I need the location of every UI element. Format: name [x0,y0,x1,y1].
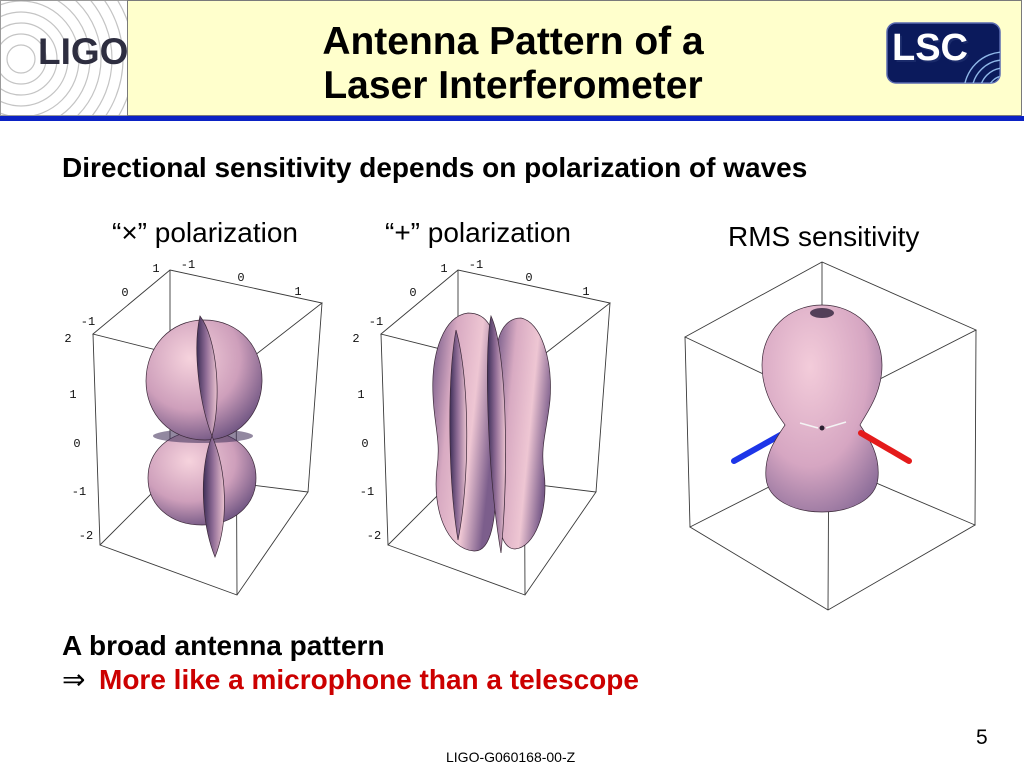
lsc-logo-text: LSC [892,27,968,69]
antenna-surface [761,304,883,513]
y-axis-ticks: -1 0 1 [181,258,302,299]
ligo-logo-text: LIGO [38,31,128,72]
tick-label: 2 [64,332,71,346]
header-rule [0,116,1024,121]
tick-label: 0 [73,437,80,451]
lsc-logo-text-shadow: LSC [894,29,970,71]
header-band [127,0,1022,116]
tick-label: -1 [81,315,95,329]
tick-label: 0 [361,437,368,451]
tick-label: 1 [440,262,447,276]
tick-label: -2 [367,529,381,543]
subtitle: Directional sensitivity depends on polar… [62,152,808,183]
plot-box [380,269,612,596]
tick-label: 2 [352,332,359,346]
plot-label-rms-sensitivity: RMS sensitivity [728,221,920,252]
document-id-footer: LIGO-G060168-00-Z [446,749,576,765]
x-axis-ticks: -1 0 1 [81,262,160,329]
tick-label: -1 [369,315,383,329]
ligo-logo: LIGO [0,0,128,116]
tick-label: 1 [294,285,301,299]
tick-label: -1 [181,258,195,272]
tick-label: 0 [409,286,416,300]
tick-label: 0 [121,286,128,300]
plot-cross-polarization: -1 0 1 -1 0 1 2 1 0 -1 -2 [64,258,324,596]
tick-label: 0 [525,271,532,285]
tick-label: 1 [69,388,76,402]
interferometer-arm-blue [731,430,787,464]
interferometer-arm-red [858,430,912,464]
implies-arrow-icon: ⇒ [62,663,86,696]
plot-plus-polarization: -1 0 1 -1 0 1 2 1 0 -1 -2 [352,258,612,596]
tick-label: -1 [72,485,86,499]
lsc-logo: LSC LSC [886,22,1002,85]
conclusion-emphasis-line: ⇒ More like a microphone than a telescope [62,663,639,696]
tick-label: -1 [469,258,483,272]
x-axis-ticks: -1 0 1 [369,262,448,329]
y-axis-ticks: -1 0 1 [469,258,590,299]
tick-label: -2 [79,529,93,543]
tick-label: 1 [582,285,589,299]
title-line-1: Antenna Pattern of a [322,20,704,63]
antenna-surface [432,312,551,554]
ligo-logo-ripples-icon [1,1,127,115]
title-line-2: Laser Interferometer [323,64,703,107]
plot-box [684,261,978,611]
conclusion-line: A broad antenna pattern [62,630,385,661]
antenna-surface [145,315,263,558]
plot-rms-sensitivity [684,261,978,611]
tick-label: 1 [152,262,159,276]
plot-label-cross-polarization: “×” polarization [112,217,298,248]
z-axis-ticks: 2 1 0 -1 -2 [64,332,93,543]
tick-label: 0 [237,271,244,285]
tick-label: 1 [357,388,364,402]
page-number: 5 [976,726,988,749]
z-axis-ticks: 2 1 0 -1 -2 [352,332,381,543]
plot-label-plus-polarization: “+” polarization [385,217,571,248]
tick-label: -1 [360,485,374,499]
slide-title: Antenna Pattern of a Laser Interferomete… [213,20,813,108]
lsc-logo-badge-icon: LSC LSC [886,22,1001,84]
conclusion-emphasis: More like a microphone than a telescope [99,664,639,695]
plot-box [92,269,324,596]
